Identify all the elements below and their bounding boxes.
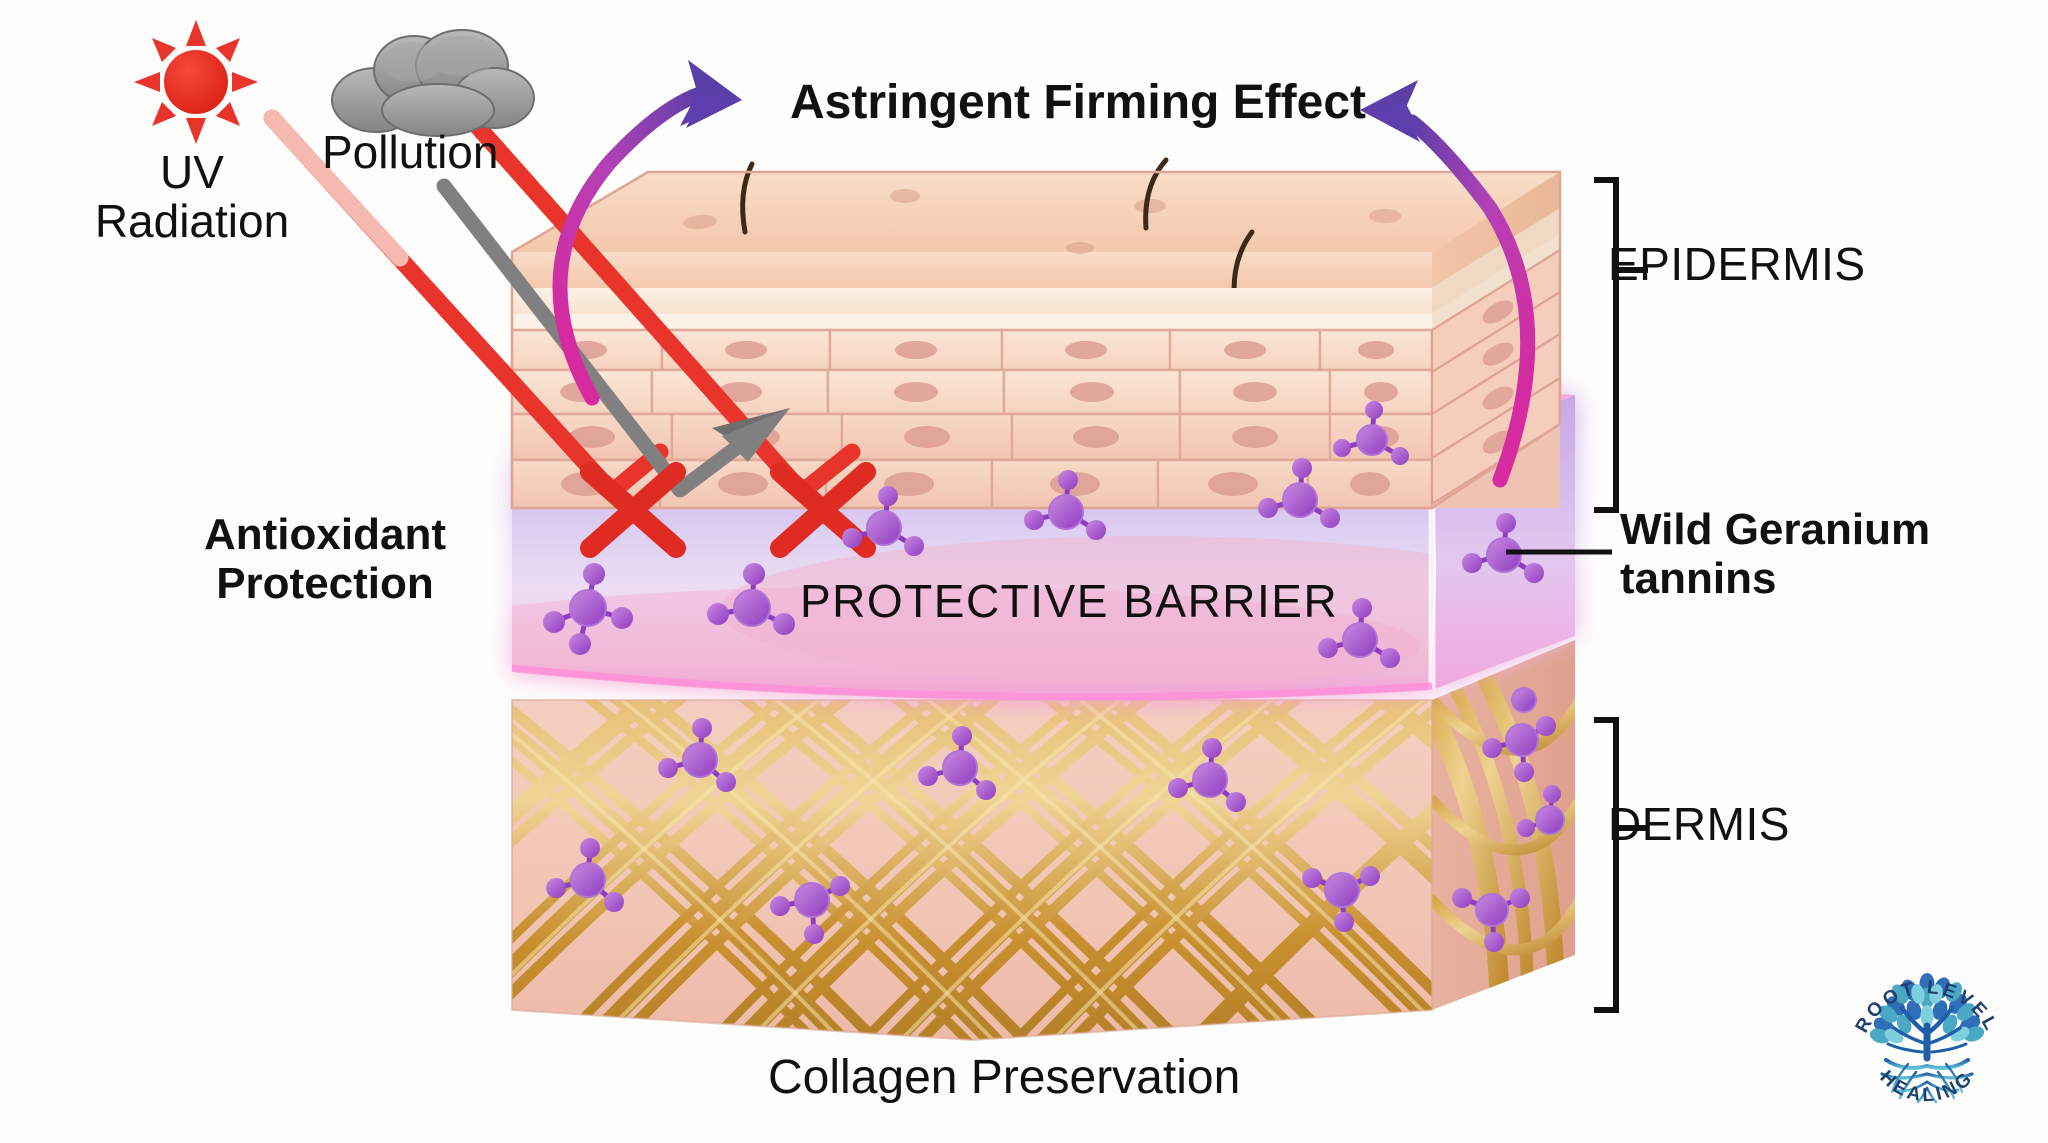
- epidermis-bracket: [1594, 177, 1648, 513]
- tree-of-life-icon: ROOT LEVEL HEALING: [1852, 973, 1999, 1106]
- wild-geranium-tannins-label: Wild Geranium tannins: [1620, 505, 1931, 604]
- collagen-preservation-label: Collagen Preservation: [768, 1051, 1241, 1104]
- x-mark-uv-left: [580, 462, 686, 558]
- dermis-label: DERMIS: [1608, 798, 1790, 850]
- firming-arrow-right: [1360, 80, 1536, 488]
- protective-barrier-label: PROTECTIVE BARRIER: [800, 575, 1339, 627]
- cloud-icon: [331, 29, 535, 137]
- collagen-fiber-mesh: [512, 700, 1432, 1040]
- astringent-firming-effect-title: Astringent Firming Effect: [790, 76, 1367, 129]
- pollution-label: Pollution: [322, 126, 499, 178]
- dermis-tannin-molecules: [546, 687, 1565, 952]
- uv-ray-fade: [263, 109, 409, 267]
- sun-icon: [134, 20, 258, 144]
- logo-roots: [1880, 1055, 1974, 1104]
- pollution-ray: [436, 178, 768, 498]
- barrier-tannin-molecules: [543, 401, 1544, 668]
- skin-pores: [683, 189, 1401, 254]
- pollution-deflection-arrowhead: [712, 408, 790, 462]
- dermis-bracket: [1594, 717, 1648, 1013]
- dermis-block: [511, 640, 1575, 1042]
- antioxidant-protection-label: Antioxidant Protection: [204, 510, 446, 609]
- firming-arrow-left: [552, 60, 742, 406]
- logo-trunk: [1886, 1005, 1968, 1062]
- epidermis-block: [510, 157, 1562, 510]
- logo-canopy: [1869, 973, 1985, 1044]
- epidermis-label: EPIDERMIS: [1608, 238, 1866, 290]
- epidermis-cell-layers: [510, 328, 1434, 510]
- root-level-healing-logo: ROOT LEVEL HEALING: [1838, 948, 2016, 1126]
- uv-radiation-label: UV Radiation: [94, 146, 290, 247]
